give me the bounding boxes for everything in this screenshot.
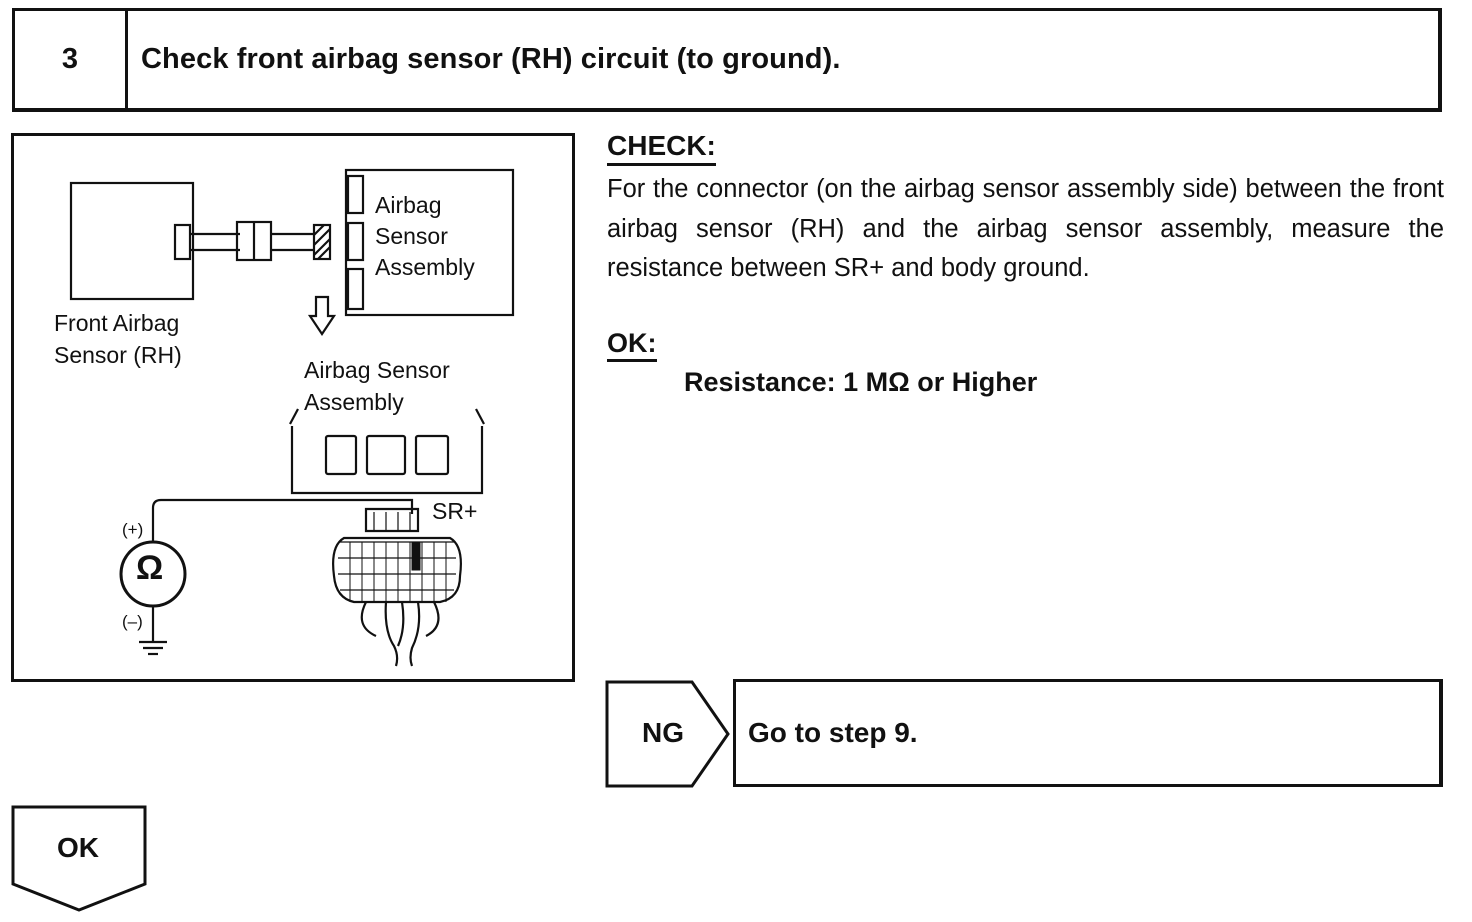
assembly-label-2: Sensor	[375, 223, 448, 249]
front-sensor-label-1: Front Airbag	[54, 310, 180, 336]
assembly-bottom-label-1: Airbag Sensor	[304, 357, 450, 383]
ng-action: Go to step 9.	[733, 679, 1443, 787]
down-arrow	[307, 295, 337, 336]
positive-lead-label: (+)	[122, 520, 144, 539]
assembly-bottom-label-2: Assembly	[304, 389, 404, 415]
wiring-diagram: Front Airbag Sensor (RH) Airbag Sensor A…	[11, 133, 575, 682]
step-number: 3	[15, 11, 128, 108]
ok-arrow-shape	[11, 805, 147, 912]
ng-arrow-shape	[605, 680, 730, 788]
ok-heading: OK:	[607, 327, 657, 362]
assembly-label-3: Assembly	[375, 254, 475, 280]
hatched-connector	[312, 223, 332, 261]
check-heading: CHECK:	[607, 129, 716, 166]
ok-branch: OK	[10, 804, 150, 921]
check-instructions: For the connector (on the airbag sensor …	[607, 175, 1444, 282]
front-sensor-body	[69, 181, 195, 301]
ng-branch: NG	[604, 679, 732, 794]
sensor-assembly-connector	[332, 536, 462, 604]
diagram-drawing	[69, 168, 515, 667]
ok-label: OK	[57, 832, 99, 863]
terminal-label: SR+	[432, 498, 478, 524]
ng-label: NG	[642, 717, 684, 748]
step-title: Check front airbag sensor (RH) circuit (…	[141, 43, 841, 75]
front-sensor-connector	[173, 223, 192, 261]
negative-lead-label: (–)	[122, 612, 143, 631]
ng-action-text: Go to step 9.	[748, 717, 918, 748]
ohm-symbol: Ω	[136, 549, 164, 587]
assembly-label-1: Airbag	[375, 192, 442, 218]
resistance-spec: Resistance: 1 MΩ or Higher	[684, 367, 1038, 397]
front-sensor-label-2: Sensor (RH)	[54, 342, 182, 368]
step-header: 3 Check front airbag sensor (RH) circuit…	[12, 8, 1442, 112]
assembly-box-top	[344, 168, 515, 317]
